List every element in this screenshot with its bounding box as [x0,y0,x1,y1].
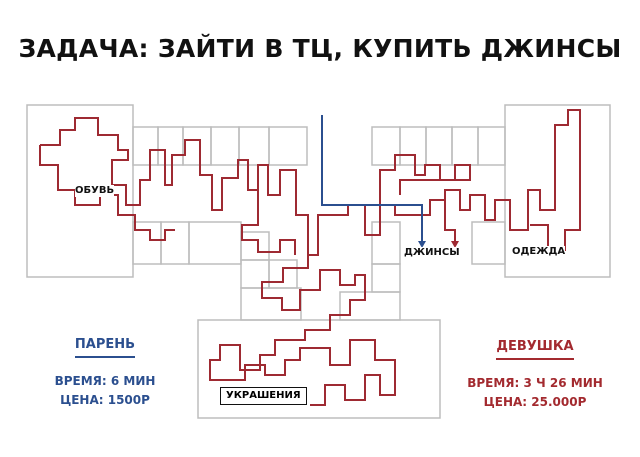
store-label-jeans: ДЖИНСЫ [404,247,460,259]
store-label-clothing: ОДЕЖДА [512,246,566,258]
guy-heading: ПАРЕНЬ [74,337,136,358]
girl-path [40,109,581,256]
girl-path-branches [39,145,175,241]
girl-heading: ДЕВУШКА [496,339,574,360]
store-label-shoes: ОБУВЬ [75,185,115,197]
guy-time: ВРЕМЯ: 6 МИН [54,374,156,388]
girl-price: ЦЕНА: 25.000Р [483,395,587,409]
guy-panel: ПАРЕНЬ ВРЕМЯ: 6 МИН ЦЕНА: 1500Р [30,333,180,410]
girl-time: ВРЕМЯ: 3 Ч 26 МИН [467,376,603,390]
girl-panel: ДЕВУШКА ВРЕМЯ: 3 Ч 26 МИН ЦЕНА: 25.000Р [445,335,625,412]
store-label-jewelry: УКРАШЕНИЯ [220,387,307,405]
page-title: ЗАДАЧА: ЗАЙТИ В ТЦ, КУПИТЬ ДЖИНСЫ [18,34,622,63]
guy-price: ЦЕНА: 1500Р [60,393,150,407]
guy-path [321,115,423,243]
